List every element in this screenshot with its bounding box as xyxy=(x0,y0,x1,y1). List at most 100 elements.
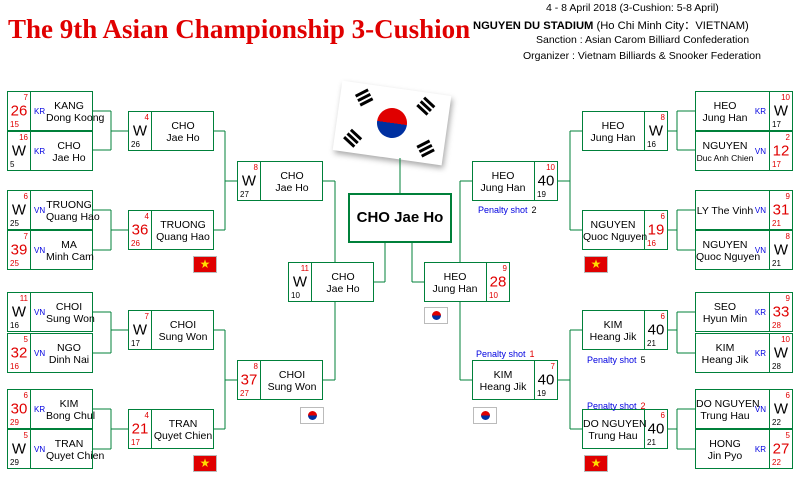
country-code: KR xyxy=(754,445,766,454)
score-value: 28 xyxy=(489,273,507,291)
score-value: W xyxy=(11,303,27,321)
player-surname: CHOI xyxy=(169,319,197,331)
korea-flag-icon xyxy=(424,307,448,324)
score-top: 4 xyxy=(144,113,149,122)
player-given-name: Quoc Nguyen xyxy=(583,231,648,243)
stadium-location: (Ho Chi Minh City：VIETNAM) xyxy=(596,20,749,32)
score-value: W xyxy=(241,172,257,190)
score-bottom: 22 xyxy=(772,458,781,467)
score-bottom: 10 xyxy=(489,291,498,300)
country-code: VN xyxy=(754,246,766,255)
player-surname: NGO xyxy=(57,342,81,354)
score-top: 6 xyxy=(660,411,665,420)
player-surname: SEO xyxy=(713,301,737,313)
score-top: 6 xyxy=(23,391,28,400)
score-value: W xyxy=(132,122,148,140)
country-code: VN xyxy=(754,405,766,414)
score-bottom: 16 xyxy=(10,362,19,371)
player-given-name: Jae Ho xyxy=(275,182,309,194)
score-top: 7 xyxy=(144,312,149,321)
player-surname: CHO xyxy=(57,140,81,152)
player-given-name: Minh Cam xyxy=(46,251,94,263)
player-surname: CHO xyxy=(171,120,195,132)
score-value: W xyxy=(292,273,308,291)
player-surname: LY The Vinh xyxy=(696,205,754,217)
event-venue: NGUYEN DU STADIUM (Ho Chi Minh City：VIET… xyxy=(473,17,793,33)
player-surname: KIM xyxy=(603,319,623,331)
score-top: 6 xyxy=(660,212,665,221)
player-given-name: Quoc Nguyen xyxy=(696,251,761,263)
player-given-name: Jung Han xyxy=(480,182,526,194)
score-top: 2 xyxy=(785,133,790,142)
score-value: 26 xyxy=(10,102,28,120)
player-given-name: Sung Won xyxy=(267,381,317,393)
score-value: 21 xyxy=(131,420,149,438)
vietnam-flag-icon xyxy=(193,455,217,472)
event-dates: 4 - 8 April 2018 (3-Cushion: 5-8 April) xyxy=(546,2,719,14)
player-given-name: Quang Hao xyxy=(156,231,210,243)
player-surname: DO NGUYEN xyxy=(696,398,760,410)
country-code: KR xyxy=(34,107,46,116)
score-value: 12 xyxy=(772,142,790,160)
score-value: W xyxy=(11,201,27,219)
player-given-name: Trung Hau xyxy=(700,410,750,422)
score-value: W xyxy=(773,102,789,120)
player-given-name: Duc Anh Chien xyxy=(696,153,754,163)
player-given-name: Jae Ho xyxy=(166,132,200,144)
score-bottom: 16 xyxy=(647,140,656,149)
score-value: 19 xyxy=(647,221,665,239)
score-value: 37 xyxy=(240,371,258,389)
score-bottom: 27 xyxy=(240,190,249,199)
score-bottom: 21 xyxy=(772,259,781,268)
score-top: 10 xyxy=(781,93,790,102)
score-bottom: 15 xyxy=(10,120,19,129)
score-value: 40 xyxy=(537,371,555,389)
score-value: W xyxy=(773,344,789,362)
country-code: KR xyxy=(754,107,766,116)
score-top: 4 xyxy=(144,212,149,221)
score-bottom: 29 xyxy=(10,418,19,427)
player-surname: HONG xyxy=(709,438,741,450)
korea-flag-icon xyxy=(473,407,497,424)
vietnam-flag-icon xyxy=(193,256,217,273)
player-given-name: Heang Jik xyxy=(701,354,749,366)
country-code: KR xyxy=(34,147,46,156)
score-bottom: 16 xyxy=(10,321,19,330)
score-value: 32 xyxy=(10,344,28,362)
score-value: 40 xyxy=(647,420,665,438)
